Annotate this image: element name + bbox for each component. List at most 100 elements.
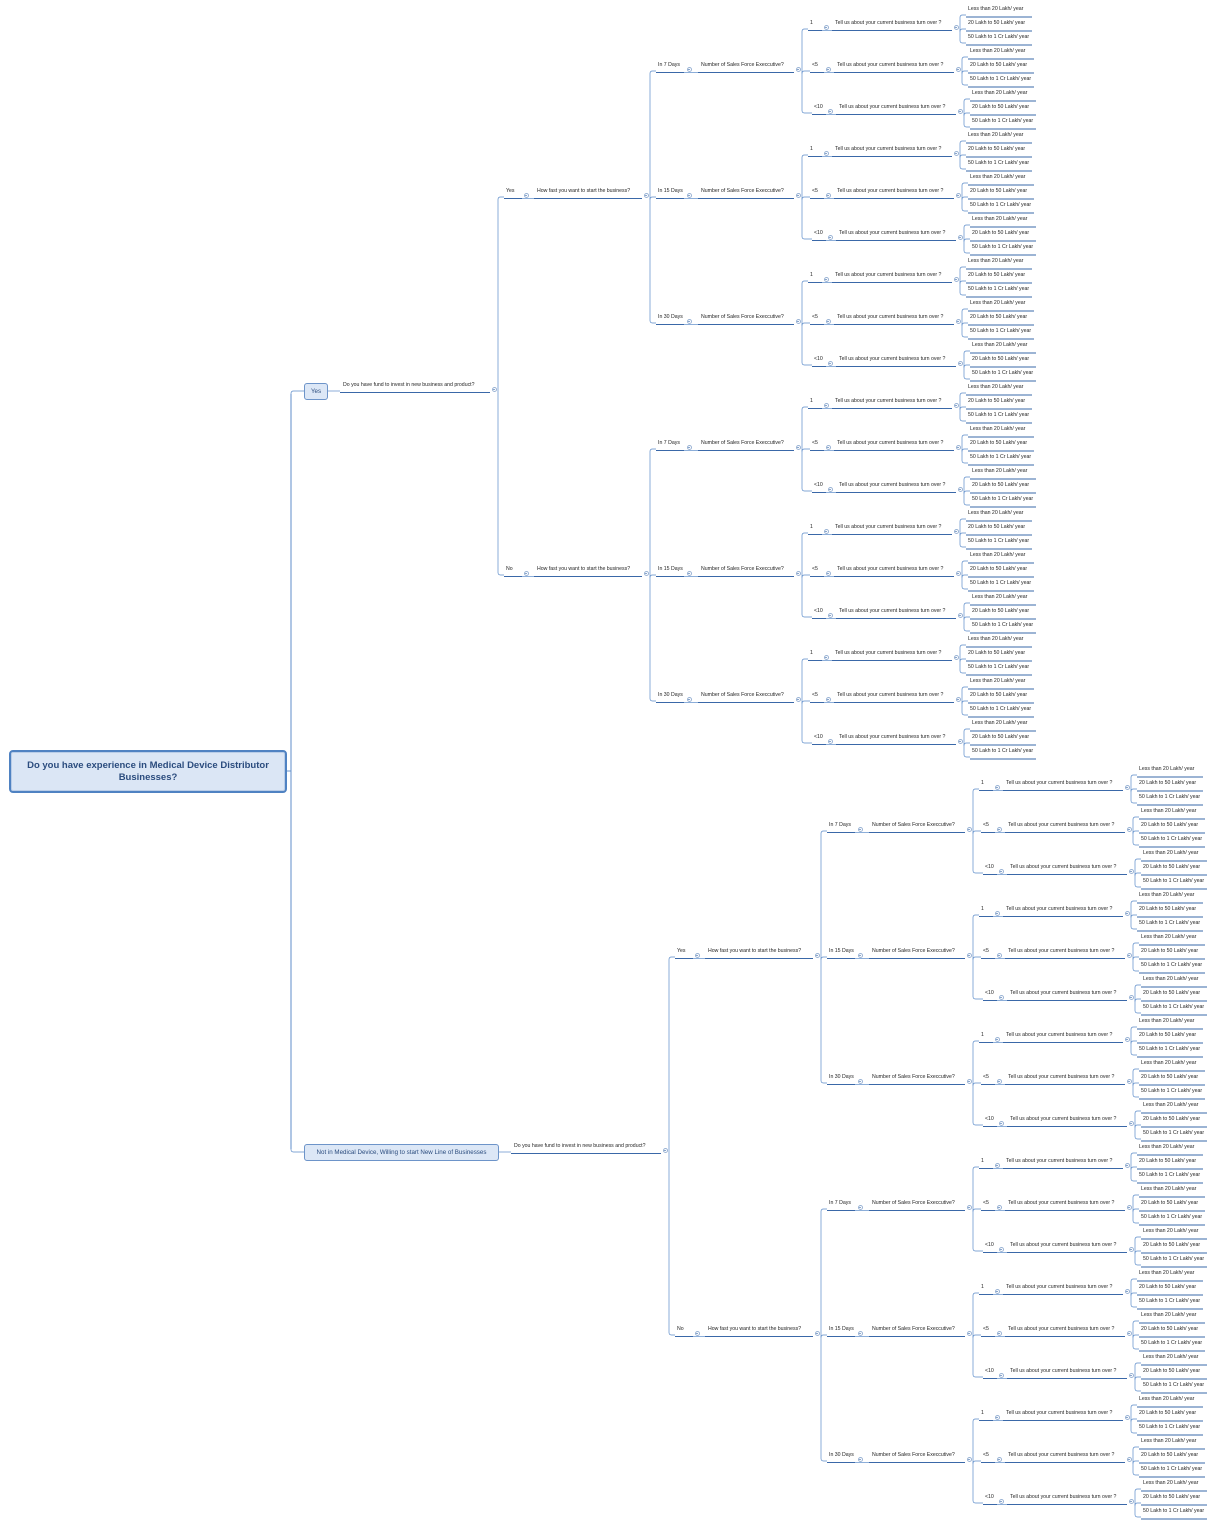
collapse-toggle-icon[interactable] [686,570,692,576]
collapse-toggle-icon[interactable] [957,738,963,744]
speed-option[interactable]: In 30 Days [829,1452,854,1458]
turnover-option[interactable]: Less than 20 Lakh/ year [972,342,1028,348]
sales-force-option[interactable]: <5 [983,1326,989,1332]
collapse-toggle-icon[interactable] [694,1330,700,1336]
collapse-toggle-icon[interactable] [957,234,963,240]
speed-option[interactable]: In 15 Days [658,188,683,194]
sales-force-option[interactable]: <10 [985,1242,994,1248]
turnover-option[interactable]: 50 Lakh to 1 Cr Lakh/ year [1139,1046,1201,1052]
collapse-toggle-icon[interactable] [953,654,959,660]
turnover-option[interactable]: 20 Lakh to 50 Lakh/ year [970,566,1028,572]
turnover-option[interactable]: Less than 20 Lakh/ year [972,594,1028,600]
answer-yes[interactable]: Yes [506,188,515,194]
collapse-toggle-icon[interactable] [1124,910,1130,916]
collapse-toggle-icon[interactable] [823,528,829,534]
collapse-toggle-icon[interactable] [953,402,959,408]
turnover-option[interactable]: 50 Lakh to 1 Cr Lakh/ year [1143,1004,1205,1010]
collapse-toggle-icon[interactable] [1124,1288,1130,1294]
collapse-toggle-icon[interactable] [1128,1372,1134,1378]
collapse-toggle-icon[interactable] [994,1288,1000,1294]
collapse-toggle-icon[interactable] [1126,952,1132,958]
turnover-option[interactable]: Less than 20 Lakh/ year [1139,1144,1195,1150]
turnover-option[interactable]: 20 Lakh to 50 Lakh/ year [972,734,1030,740]
turnover-option[interactable]: 20 Lakh to 50 Lakh/ year [1139,1284,1197,1290]
turnover-option[interactable]: Less than 20 Lakh/ year [968,258,1024,264]
turnover-option[interactable]: 50 Lakh to 1 Cr Lakh/ year [1141,836,1203,842]
sales-force-option[interactable]: <10 [814,608,823,614]
root-topic[interactable]: Do you have experience in Medical Device… [9,750,287,793]
speed-option[interactable]: In 15 Days [658,566,683,572]
turnover-option[interactable]: Less than 20 Lakh/ year [968,636,1024,642]
turnover-option[interactable]: Less than 20 Lakh/ year [1139,1270,1195,1276]
collapse-toggle-icon[interactable] [957,360,963,366]
sales-force-option[interactable]: 1 [810,20,813,26]
collapse-toggle-icon[interactable] [955,444,961,450]
turnover-option[interactable]: 50 Lakh to 1 Cr Lakh/ year [968,160,1030,166]
collapse-toggle-icon[interactable] [1126,1204,1132,1210]
collapse-toggle-icon[interactable] [996,826,1002,832]
collapse-toggle-icon[interactable] [998,868,1004,874]
turnover-option[interactable]: 20 Lakh to 50 Lakh/ year [1141,948,1199,954]
collapse-toggle-icon[interactable] [795,696,801,702]
turnover-option[interactable]: Less than 20 Lakh/ year [970,426,1026,432]
collapse-toggle-icon[interactable] [1126,1456,1132,1462]
turnover-option[interactable]: Less than 20 Lakh/ year [1143,1102,1199,1108]
turnover-option[interactable]: Less than 20 Lakh/ year [972,720,1028,726]
turnover-option[interactable]: Less than 20 Lakh/ year [970,48,1026,54]
sales-force-option[interactable]: <5 [812,566,818,572]
collapse-toggle-icon[interactable] [857,1456,863,1462]
collapse-toggle-icon[interactable] [998,1372,1004,1378]
turnover-option[interactable]: 50 Lakh to 1 Cr Lakh/ year [1141,1340,1203,1346]
turnover-option[interactable]: Less than 20 Lakh/ year [1143,1228,1199,1234]
turnover-option[interactable]: 20 Lakh to 50 Lakh/ year [970,314,1028,320]
collapse-toggle-icon[interactable] [994,1036,1000,1042]
turnover-option[interactable]: 20 Lakh to 50 Lakh/ year [1143,864,1201,870]
turnover-option[interactable]: 50 Lakh to 1 Cr Lakh/ year [1143,1130,1205,1136]
turnover-option[interactable]: 20 Lakh to 50 Lakh/ year [972,356,1030,362]
collapse-toggle-icon[interactable] [827,738,833,744]
sales-force-option[interactable]: <10 [814,104,823,110]
turnover-option[interactable]: Less than 20 Lakh/ year [972,468,1028,474]
collapse-toggle-icon[interactable] [823,276,829,282]
collapse-toggle-icon[interactable] [643,192,649,198]
speed-option[interactable]: In 15 Days [829,1326,854,1332]
collapse-toggle-icon[interactable] [1126,1330,1132,1336]
sales-force-option[interactable]: <5 [812,314,818,320]
collapse-toggle-icon[interactable] [966,1078,972,1084]
collapse-toggle-icon[interactable] [955,192,961,198]
turnover-option[interactable]: Less than 20 Lakh/ year [1139,766,1195,772]
sales-force-option[interactable]: 1 [810,146,813,152]
speed-option[interactable]: In 30 Days [658,314,683,320]
sales-force-option[interactable]: <5 [812,188,818,194]
turnover-option[interactable]: Less than 20 Lakh/ year [970,174,1026,180]
turnover-option[interactable]: 50 Lakh to 1 Cr Lakh/ year [972,118,1034,124]
collapse-toggle-icon[interactable] [795,318,801,324]
collapse-toggle-icon[interactable] [795,570,801,576]
collapse-toggle-icon[interactable] [1128,1120,1134,1126]
collapse-toggle-icon[interactable] [1128,1498,1134,1504]
collapse-toggle-icon[interactable] [827,108,833,114]
turnover-option[interactable]: Less than 20 Lakh/ year [972,90,1028,96]
turnover-option[interactable]: 50 Lakh to 1 Cr Lakh/ year [972,748,1034,754]
sales-force-option[interactable]: 1 [810,650,813,656]
turnover-option[interactable]: 50 Lakh to 1 Cr Lakh/ year [972,496,1034,502]
collapse-toggle-icon[interactable] [1124,784,1130,790]
collapse-toggle-icon[interactable] [686,318,692,324]
sales-force-option[interactable]: <5 [983,1074,989,1080]
turnover-option[interactable]: Less than 20 Lakh/ year [970,552,1026,558]
turnover-option[interactable]: 50 Lakh to 1 Cr Lakh/ year [1139,920,1201,926]
sales-force-option[interactable]: <5 [812,440,818,446]
turnover-option[interactable]: 20 Lakh to 50 Lakh/ year [968,398,1026,404]
turnover-option[interactable]: Less than 20 Lakh/ year [1141,808,1197,814]
collapse-toggle-icon[interactable] [1126,1078,1132,1084]
turnover-option[interactable]: 20 Lakh to 50 Lakh/ year [968,524,1026,530]
turnover-option[interactable]: 50 Lakh to 1 Cr Lakh/ year [1139,1424,1201,1430]
turnover-option[interactable]: 20 Lakh to 50 Lakh/ year [1141,1326,1199,1332]
turnover-option[interactable]: 20 Lakh to 50 Lakh/ year [968,146,1026,152]
collapse-toggle-icon[interactable] [955,318,961,324]
turnover-option[interactable]: 50 Lakh to 1 Cr Lakh/ year [1143,878,1205,884]
sales-force-option[interactable]: <10 [814,356,823,362]
collapse-toggle-icon[interactable] [996,1078,1002,1084]
turnover-option[interactable]: Less than 20 Lakh/ year [1141,934,1197,940]
collapse-toggle-icon[interactable] [955,570,961,576]
